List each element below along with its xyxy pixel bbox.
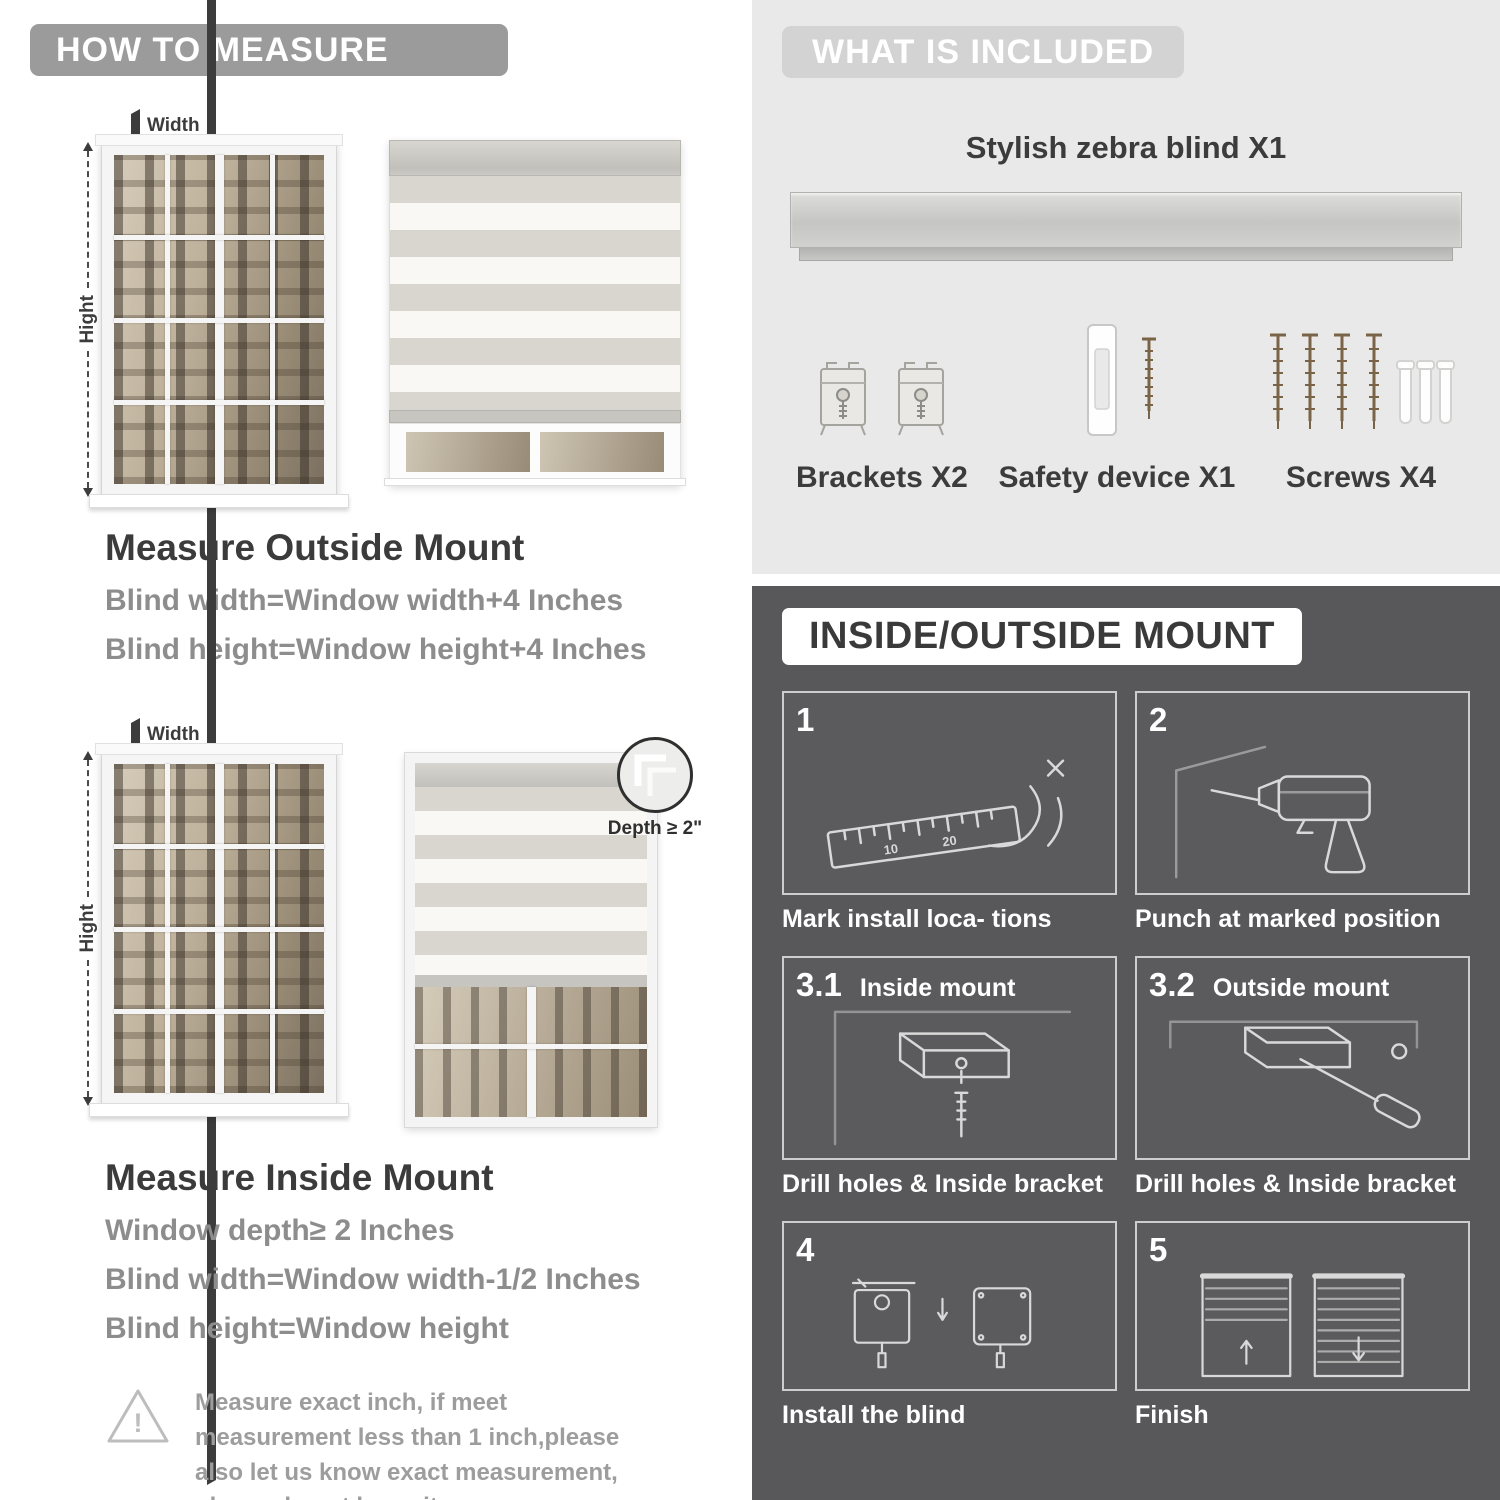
measurement-warning: ! Measure exact inch, if meet measuremen… bbox=[105, 1386, 665, 1500]
step-number: 5 bbox=[1149, 1231, 1168, 1268]
inside-width-formula: Blind width=Window width-1/2 Inches bbox=[105, 1263, 641, 1296]
zebra-stripes bbox=[415, 787, 647, 975]
height-label: Hight bbox=[77, 295, 98, 344]
inside-mount-diagrams: Width Hight bbox=[75, 0, 752, 1485]
blind-bottom-rail bbox=[415, 975, 647, 987]
height-label: Hight bbox=[77, 904, 98, 953]
part-screws: Screws X4 bbox=[1266, 317, 1456, 495]
window-illustration bbox=[89, 743, 349, 1117]
part-brackets: Brackets X2 bbox=[796, 317, 968, 495]
width-label: Width bbox=[147, 724, 200, 745]
part-label: Safety device X1 bbox=[998, 461, 1236, 494]
window-glass bbox=[415, 987, 647, 1117]
window-with-dimensions: Width Hight bbox=[75, 0, 349, 876]
step-sublabel: Outside mount bbox=[1212, 974, 1390, 1002]
blind-cassette bbox=[415, 763, 647, 787]
arrow-right-icon bbox=[206, 0, 955, 1485]
install-blind-illustration bbox=[796, 1269, 1103, 1383]
right-column: WHAT IS INCLUDED Stylish zebra blind X1 bbox=[752, 0, 1500, 1500]
step-panel: 5 bbox=[1135, 1221, 1470, 1391]
window-glass bbox=[114, 155, 324, 484]
what-is-included-header: WHAT IS INCLUDED bbox=[782, 26, 1185, 78]
window-illustration bbox=[89, 134, 349, 508]
step-panel: 1 bbox=[782, 691, 1117, 895]
warning-triangle-icon: ! bbox=[107, 1389, 169, 1443]
blind-headrail-illustration bbox=[790, 192, 1462, 261]
step-panel: 2 bbox=[1135, 691, 1470, 895]
step-1: 1 bbox=[782, 691, 1117, 934]
what-is-included-section: WHAT IS INCLUDED Stylish zebra blind X1 bbox=[752, 0, 1500, 574]
arrow-down-icon bbox=[83, 488, 93, 498]
step-panel: 4 bbox=[782, 1221, 1117, 1391]
included-parts-row: Brackets X2 Safety device X1 bbox=[782, 317, 1470, 495]
part-label: Screws X4 bbox=[1285, 461, 1437, 494]
warning-text: Measure exact inch, if meet measurement … bbox=[195, 1389, 620, 1500]
outside-bracket-illustration bbox=[1149, 1004, 1456, 1152]
step-number: 2 bbox=[1149, 701, 1168, 738]
blind-bottom-rail bbox=[389, 410, 681, 423]
arrow-up-icon bbox=[83, 751, 93, 760]
zebra-blind-outside-illustration bbox=[384, 140, 686, 486]
step-caption: Mark install loca- tions bbox=[782, 905, 1052, 933]
measure-outside-title: Measure Outside Mount bbox=[105, 527, 525, 568]
window-glass bbox=[114, 764, 324, 1093]
window-with-dimensions: Width Hight bbox=[75, 0, 349, 1485]
arrow-up-icon bbox=[83, 142, 93, 151]
step-caption: Punch at marked position bbox=[1135, 905, 1441, 933]
step-5: 5 bbox=[1135, 1221, 1470, 1430]
drill-illustration bbox=[1149, 739, 1456, 887]
inside-outside-mount-title: INSIDE/OUTSIDE MOUNT bbox=[782, 608, 1303, 665]
part-label: Brackets X2 bbox=[796, 461, 968, 494]
inside-height-formula: Blind height=Window height bbox=[105, 1312, 509, 1345]
inside-bracket-illustration bbox=[796, 1004, 1103, 1152]
blind-product-label: Stylish zebra blind X1 bbox=[965, 130, 1287, 165]
mark-locations-illustration: 10 20 bbox=[796, 739, 1103, 887]
mount-steps-grid: 1 bbox=[782, 691, 1470, 1430]
step-3-2: 3.2 Outside mount bbox=[1135, 956, 1470, 1199]
arrow-down-icon bbox=[83, 1097, 93, 1107]
step-caption: Drill holes & Inside bracket bbox=[782, 1170, 1103, 1198]
outside-mount-diagrams: Width Hight bbox=[75, 0, 752, 876]
step-number: 3.1 bbox=[796, 966, 842, 1003]
step-caption: Install the blind bbox=[782, 1401, 966, 1429]
zebra-stripes bbox=[389, 176, 681, 410]
step-3-1: 3.1 Inside mount bbox=[782, 956, 1117, 1199]
screws-icon bbox=[1266, 317, 1456, 441]
zebra-blind-inside-illustration: Depth ≥ 2" bbox=[404, 737, 702, 1128]
blind-cassette bbox=[389, 140, 681, 176]
mount-guide-section: INSIDE/OUTSIDE MOUNT 1 bbox=[752, 586, 1500, 1500]
step-number: 1 bbox=[796, 701, 815, 738]
warning-exclamation: ! bbox=[134, 1408, 143, 1438]
brackets-icon bbox=[811, 317, 953, 441]
step-caption: Finish bbox=[1135, 1401, 1209, 1429]
safety-device-icon bbox=[1058, 317, 1176, 441]
part-safety-device: Safety device X1 bbox=[998, 317, 1235, 495]
width-label: Width bbox=[147, 115, 200, 136]
step-2: 2 bbox=[1135, 691, 1470, 934]
outside-width-formula: Blind width=Window width+4 Inches bbox=[105, 584, 624, 617]
step-4: 4 bbox=[782, 1221, 1117, 1430]
step-panel: 3.2 Outside mount bbox=[1135, 956, 1470, 1160]
how-to-measure-header: HOW TO MEASURE bbox=[30, 24, 508, 76]
measure-inside-title: Measure Inside Mount bbox=[105, 1157, 494, 1198]
how-to-measure-section: HOW TO MEASURE Width Hight bbox=[30, 0, 752, 1500]
step-number: 4 bbox=[796, 1231, 815, 1268]
step-number: 3.2 bbox=[1149, 966, 1195, 1003]
step-sublabel: Inside mount bbox=[859, 974, 1016, 1002]
window-lower-part bbox=[384, 423, 686, 486]
ruler-mark: 10 bbox=[883, 841, 899, 858]
depth-circle-icon bbox=[617, 737, 693, 813]
finish-illustration bbox=[1149, 1269, 1456, 1383]
depth-label: Depth ≥ 2" bbox=[607, 818, 703, 839]
depth-callout: Depth ≥ 2" bbox=[595, 737, 715, 840]
height-dimension: Hight bbox=[75, 751, 101, 1107]
step-caption: Drill holes & Inside bracket bbox=[1135, 1170, 1456, 1198]
height-dimension: Hight bbox=[75, 142, 101, 498]
ruler-mark: 20 bbox=[941, 833, 957, 850]
outside-height-formula: Blind height=Window height+4 Inches bbox=[105, 633, 647, 666]
inside-depth-rule: Window depth≥ 2 Inches bbox=[105, 1214, 455, 1247]
step-panel: 3.1 Inside mount bbox=[782, 956, 1117, 1160]
